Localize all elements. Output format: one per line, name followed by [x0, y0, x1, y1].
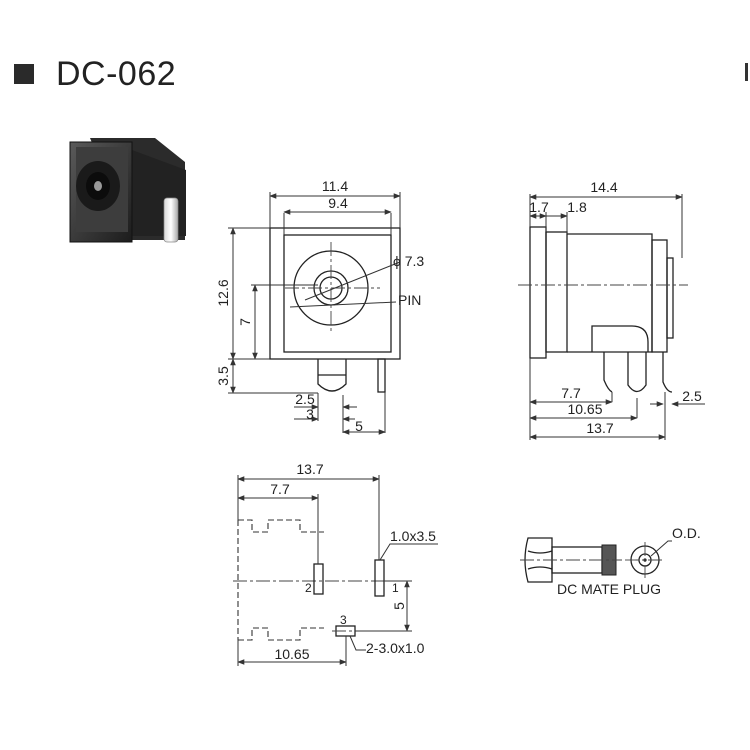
front-view: 11.4 9.4 ϕ 7.3 PIN 12.6 7 3.5 2.5 3 5	[215, 178, 424, 435]
front-body-inner	[283, 234, 392, 353]
dim-pin2-offset: 10.65	[567, 401, 602, 417]
front-body-outer	[269, 227, 401, 360]
mate-plug-label: DC MATE PLUG	[557, 581, 661, 597]
pcb-pin-1-label: 1	[392, 581, 399, 595]
dim-length-total: 14.4	[590, 179, 617, 195]
dim-width-outer: 11.4	[322, 178, 348, 194]
pcb-layout: 13.7 7.7 1.0x3.5 1 2 3 5 10.65 2-3.0x1.0	[233, 461, 438, 666]
dim-pin-length: 3.5	[215, 366, 231, 386]
od-label: O.D.	[672, 525, 701, 541]
pcb-length-total: 13.7	[296, 461, 323, 477]
dim-hole-diameter: ϕ 7.3	[393, 253, 424, 269]
pcb-pin-3-label: 3	[340, 613, 347, 627]
dim-pin-width: 2.5	[682, 388, 702, 404]
dim-pin3-offset: 13.7	[586, 420, 613, 436]
title-block: DC-062	[14, 52, 176, 96]
dim-pin-spacing-b: 3	[306, 406, 314, 422]
dim-flange-a: 1.7	[529, 199, 549, 215]
dim-pin-spacing-c: 5	[355, 418, 363, 434]
edge-marker	[745, 63, 748, 81]
dim-height-total: 12.6	[215, 279, 231, 306]
dim-flange-b: 1.8	[567, 199, 587, 215]
pcb-slot-1-size: 1.0x3.5	[390, 528, 436, 544]
dim-pin1-offset: 7.7	[561, 385, 581, 401]
pcb-pin-offset-a: 7.7	[270, 481, 290, 497]
slot-pin-1	[374, 559, 385, 597]
dc-mate-plug: DC MATE PLUG O.D.	[520, 525, 701, 597]
pcb-vertical-offset: 5	[391, 602, 407, 610]
dim-pin-spacing-a: 2.5	[295, 391, 315, 407]
page-title: DC-062	[56, 54, 177, 93]
pcb-pin-offset-b: 10.65	[274, 646, 309, 662]
pin-label: PIN	[398, 292, 421, 308]
pcb-pin-2-label: 2	[305, 581, 312, 595]
product-photo	[69, 138, 186, 243]
dim-height-center: 7	[237, 318, 253, 326]
side-view: 14.4 1.7 1.8 7.7 10.65 13.7 2.5	[518, 179, 705, 440]
pcb-slot-23-size: 2-3.0x1.0	[366, 640, 425, 656]
title-bullet-icon	[14, 64, 34, 84]
dim-width-inner: 9.4	[328, 195, 348, 211]
slot-pin-2	[313, 563, 324, 595]
